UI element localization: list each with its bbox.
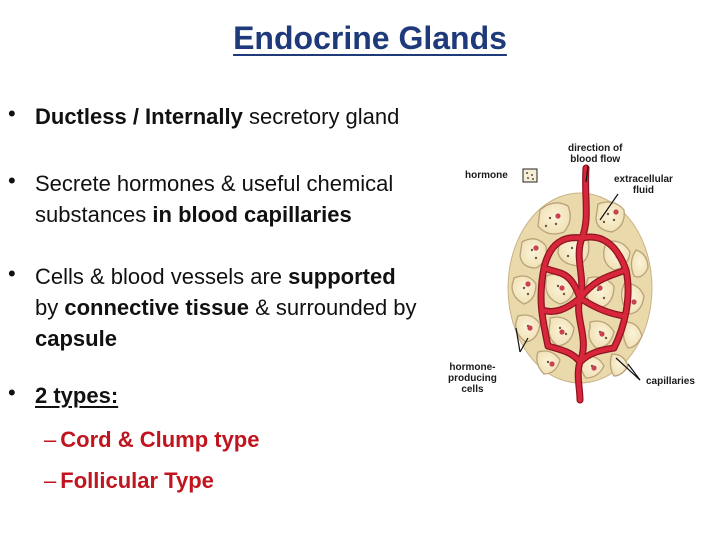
bullet-marker: • — [8, 380, 16, 405]
label-hormone: hormone — [465, 170, 508, 181]
bullet-marker: • — [8, 101, 16, 126]
subitem-cord-clump: –Cord & Clump type — [44, 427, 260, 452]
label-capillaries: capillaries — [646, 376, 695, 387]
bullet-marker: • — [8, 168, 16, 193]
cell-granules — [522, 212, 632, 368]
subitem-follicular: –Follicular Type — [44, 468, 214, 493]
bullet-4: 2 types: — [35, 383, 119, 408]
page-title: Endocrine Glands — [233, 20, 507, 56]
hormone-legend-box — [522, 168, 538, 183]
bullet-marker: • — [8, 261, 16, 286]
gland-illustration — [507, 164, 653, 404]
label-leader-lines — [515, 165, 641, 381]
blood-capillaries — [537, 164, 632, 404]
hormone-legend-dots — [526, 172, 534, 180]
bullet-1: Ductless / Internally secretory gland — [35, 104, 400, 129]
